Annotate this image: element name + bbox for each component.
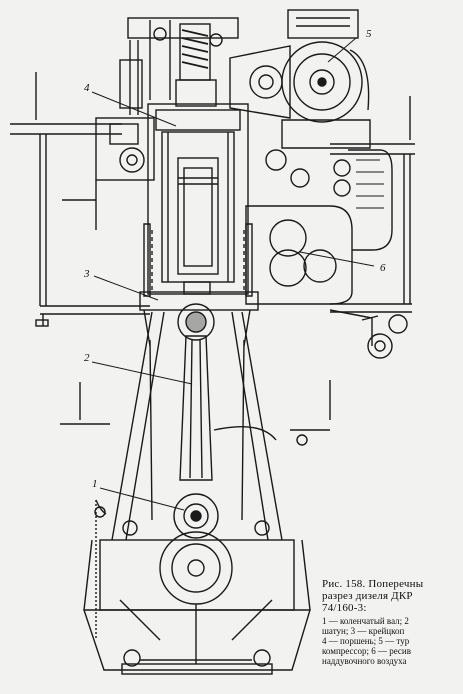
a-frame [60, 311, 331, 541]
caption-title: Рис. 158. Поперечны разрез дизеля ДКР 74… [322, 578, 463, 614]
caption-title-line: Рис. 158. Поперечны [322, 578, 424, 590]
callout-5: 5 [366, 28, 372, 40]
callout-1: 1 [92, 478, 98, 490]
callout-2: 2 [84, 352, 90, 364]
caption-title-line: разрез дизеля ДКР [322, 590, 413, 602]
caption-title-line: 74/160-3: [322, 602, 367, 614]
legend-line: наддувочного воздуха [322, 656, 407, 666]
connecting-rod [179, 335, 213, 481]
valve-gear [119, 17, 239, 115]
legend-line: шатун; 3 — крейцкоп [322, 626, 405, 636]
crosshead [139, 281, 259, 347]
caption-legend: 1 — коленчатый вал; 2 шатун; 3 — крейцко… [322, 616, 463, 666]
figure-caption: Рис. 158. Поперечны разрез дизеля ДКР 74… [322, 578, 463, 666]
piston [177, 157, 219, 275]
drain-pipe [329, 309, 408, 359]
leader-lines [91, 37, 375, 511]
callout-3: 3 [84, 268, 90, 280]
fuel-pump-block [62, 117, 155, 230]
outer-frame [10, 72, 415, 327]
crankshaft-bedplate [83, 493, 311, 675]
callout-4: 4 [84, 82, 90, 94]
legend-line: 4 — поршень; 5 — тур [322, 636, 410, 646]
legend-line: 1 — коленчатый вал; 2 [322, 616, 409, 626]
turbocharger [229, 9, 371, 149]
legend-line: компрессор; 6 — ресив [322, 646, 411, 656]
cylinder-block [143, 103, 253, 297]
air-receiver [245, 149, 393, 305]
callout-6: 6 [380, 262, 386, 274]
